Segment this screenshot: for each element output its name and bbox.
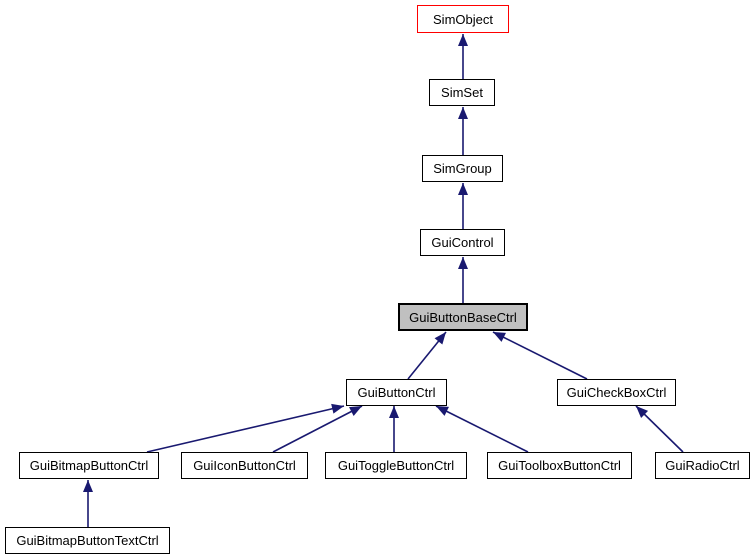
class-node-guiradioctrl[interactable]: GuiRadioCtrl (655, 452, 750, 479)
class-node-simgroup[interactable]: SimGroup (422, 155, 503, 182)
class-node-guibuttonctrl[interactable]: GuiButtonCtrl (346, 379, 447, 406)
class-node-guicontrol[interactable]: GuiControl (420, 229, 505, 256)
edge-guiiconbuttonctrl-to-guibuttonctrl (272, 405, 363, 453)
edge-guiradioctrl-to-guicheckboxctrl (635, 405, 684, 453)
class-node-guibitmapbuttonctrl[interactable]: GuiBitmapButtonCtrl (19, 452, 159, 479)
class-node-guitogglebuttonctrl[interactable]: GuiToggleButtonCtrl (325, 452, 467, 479)
edge-guibuttonctrl-to-guibuttonbasectrl (407, 331, 447, 380)
class-node-guibuttonbasectrl: GuiButtonBaseCtrl (398, 303, 528, 331)
edge-guicheckboxctrl-to-guibuttonbasectrl (492, 331, 588, 380)
class-node-guibitmapbuttontextctrl[interactable]: GuiBitmapButtonTextCtrl (5, 527, 170, 554)
edge-guitoolboxbuttonctrl-to-guibuttonctrl (435, 405, 529, 453)
class-node-guicheckboxctrl[interactable]: GuiCheckBoxCtrl (557, 379, 676, 406)
class-node-guitoolboxbuttonctrl[interactable]: GuiToolboxButtonCtrl (487, 452, 632, 479)
class-node-simobject[interactable]: SimObject (417, 5, 509, 33)
class-node-simset[interactable]: SimSet (429, 79, 495, 106)
edge-guibitmapbuttonctrl-to-guibuttonctrl (146, 403, 345, 453)
class-node-guiiconbuttonctrl[interactable]: GuiIconButtonCtrl (181, 452, 308, 479)
